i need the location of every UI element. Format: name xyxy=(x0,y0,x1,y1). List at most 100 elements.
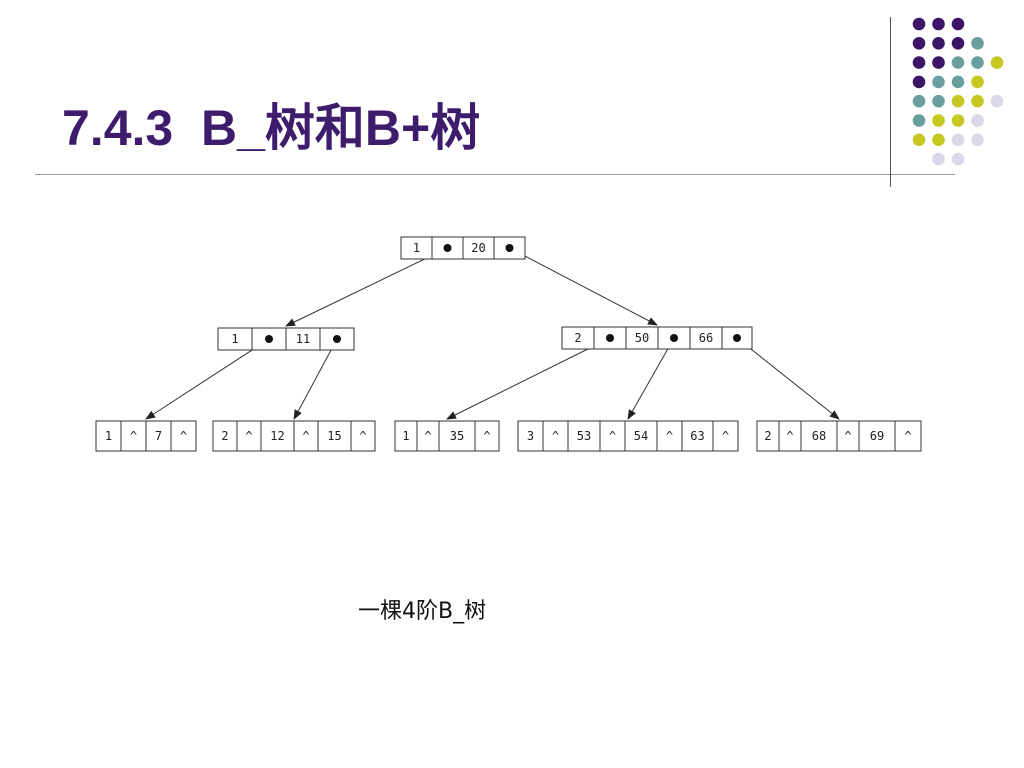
tree-edge-root-to-left xyxy=(285,247,448,327)
node-cell xyxy=(293,420,319,452)
decorative-dot xyxy=(912,94,926,108)
node-key: 11 xyxy=(296,332,310,346)
decorative-dot xyxy=(932,94,945,108)
node-cell xyxy=(212,420,238,452)
child-pointer-dot xyxy=(733,334,741,342)
node-key: 69 xyxy=(870,429,884,443)
decorative-dot xyxy=(932,152,945,166)
node-key: 53 xyxy=(577,429,591,443)
decorative-dot xyxy=(951,114,965,127)
decorative-dot xyxy=(971,94,984,108)
slide-title: 7.4.3 B_树和B+树 xyxy=(62,100,481,156)
node-key: 35 xyxy=(450,429,464,443)
node-cell xyxy=(517,420,544,452)
node-key: 66 xyxy=(699,331,713,345)
null-pointer: ^ xyxy=(483,429,490,443)
decorative-dot xyxy=(912,17,926,31)
child-pointer-dot xyxy=(670,334,678,342)
tree-edge-left-to-leaf2 xyxy=(293,338,338,420)
decorative-dot-grid xyxy=(912,17,1004,166)
null-pointer: ^ xyxy=(180,429,187,443)
node-key: 1 xyxy=(402,429,409,443)
node-cell xyxy=(800,420,838,452)
decorative-dot xyxy=(951,94,965,108)
decorative-dot xyxy=(971,133,984,147)
vertical-divider xyxy=(890,17,891,187)
node-key: 68 xyxy=(812,429,826,443)
decorative-dot xyxy=(912,56,926,69)
node-key: 20 xyxy=(471,241,485,255)
null-pointer: ^ xyxy=(722,429,729,443)
decorative-dot xyxy=(932,56,945,69)
null-pointer: ^ xyxy=(245,429,252,443)
tree-node-leaf1: 1 ^ 7 ^ xyxy=(95,420,197,452)
node-key: 2 xyxy=(764,429,771,443)
tree-node-leaf5: 2 ^ 68 ^ 69 ^ xyxy=(756,420,922,452)
child-pointer-dot xyxy=(265,335,273,343)
node-cell xyxy=(120,420,147,452)
node-key: 1 xyxy=(105,429,112,443)
tree-edge-right-to-leaf4 xyxy=(627,337,675,420)
node-cell xyxy=(474,420,500,452)
node-key: 7 xyxy=(155,429,162,443)
null-pointer: ^ xyxy=(130,429,137,443)
node-key: 54 xyxy=(634,429,648,443)
node-key: 63 xyxy=(690,429,704,443)
node-key: 1 xyxy=(413,241,420,255)
decorative-dot xyxy=(912,133,926,147)
decorative-dot xyxy=(951,133,965,147)
decorative-dot xyxy=(951,17,965,31)
tree-edge-right-to-leaf3 xyxy=(446,337,611,420)
decorative-dot xyxy=(912,75,926,89)
tree-node-leaf3: 1 ^ 35 ^ xyxy=(394,420,500,452)
decorative-dot xyxy=(912,114,926,127)
diagram-caption: 一棵4阶B_树 xyxy=(358,599,487,624)
node-cell xyxy=(624,420,658,452)
null-pointer: ^ xyxy=(302,429,309,443)
node-key: 2 xyxy=(574,331,581,345)
decorative-dot xyxy=(951,56,965,69)
node-key: 15 xyxy=(327,429,341,443)
null-pointer: ^ xyxy=(609,429,616,443)
title-divider xyxy=(35,174,955,175)
decorative-dot xyxy=(971,114,984,127)
node-cell xyxy=(894,420,922,452)
child-pointer-dot xyxy=(606,334,614,342)
tree-edge-root-to-right xyxy=(509,247,658,326)
node-key: 2 xyxy=(221,429,228,443)
child-pointer-dot xyxy=(443,244,452,252)
decorative-dot xyxy=(951,75,965,89)
decorative-dot xyxy=(932,17,945,31)
null-pointer: ^ xyxy=(844,429,851,443)
null-pointer: ^ xyxy=(904,429,911,443)
node-cell xyxy=(350,420,376,452)
node-cell xyxy=(170,420,197,452)
tree-edges xyxy=(145,247,840,420)
node-cell xyxy=(260,420,295,452)
node-key: 1 xyxy=(231,332,238,346)
tree-node-root: 1 20 xyxy=(400,236,526,260)
decorative-dot xyxy=(951,152,965,166)
tree-node-leaf4: 3^53^54^63^ xyxy=(517,420,739,452)
null-pointer: ^ xyxy=(786,429,793,443)
decorative-dot xyxy=(932,114,945,127)
null-pointer: ^ xyxy=(666,429,673,443)
decorative-dot xyxy=(932,37,945,50)
null-pointer: ^ xyxy=(424,429,431,443)
child-pointer-dot xyxy=(505,244,514,252)
tree-node-leaf2: 2^12^15^ xyxy=(212,420,376,452)
node-cell xyxy=(681,420,714,452)
node-cell xyxy=(599,420,626,452)
decorative-dot xyxy=(971,37,984,50)
decorative-dot xyxy=(932,133,945,147)
tree-edge-left-to-leaf1 xyxy=(145,338,270,420)
node-key: 12 xyxy=(270,429,284,443)
null-pointer: ^ xyxy=(552,429,559,443)
child-pointer-dot xyxy=(333,335,341,343)
decorative-dot xyxy=(932,75,945,89)
decorative-dot xyxy=(912,37,926,50)
